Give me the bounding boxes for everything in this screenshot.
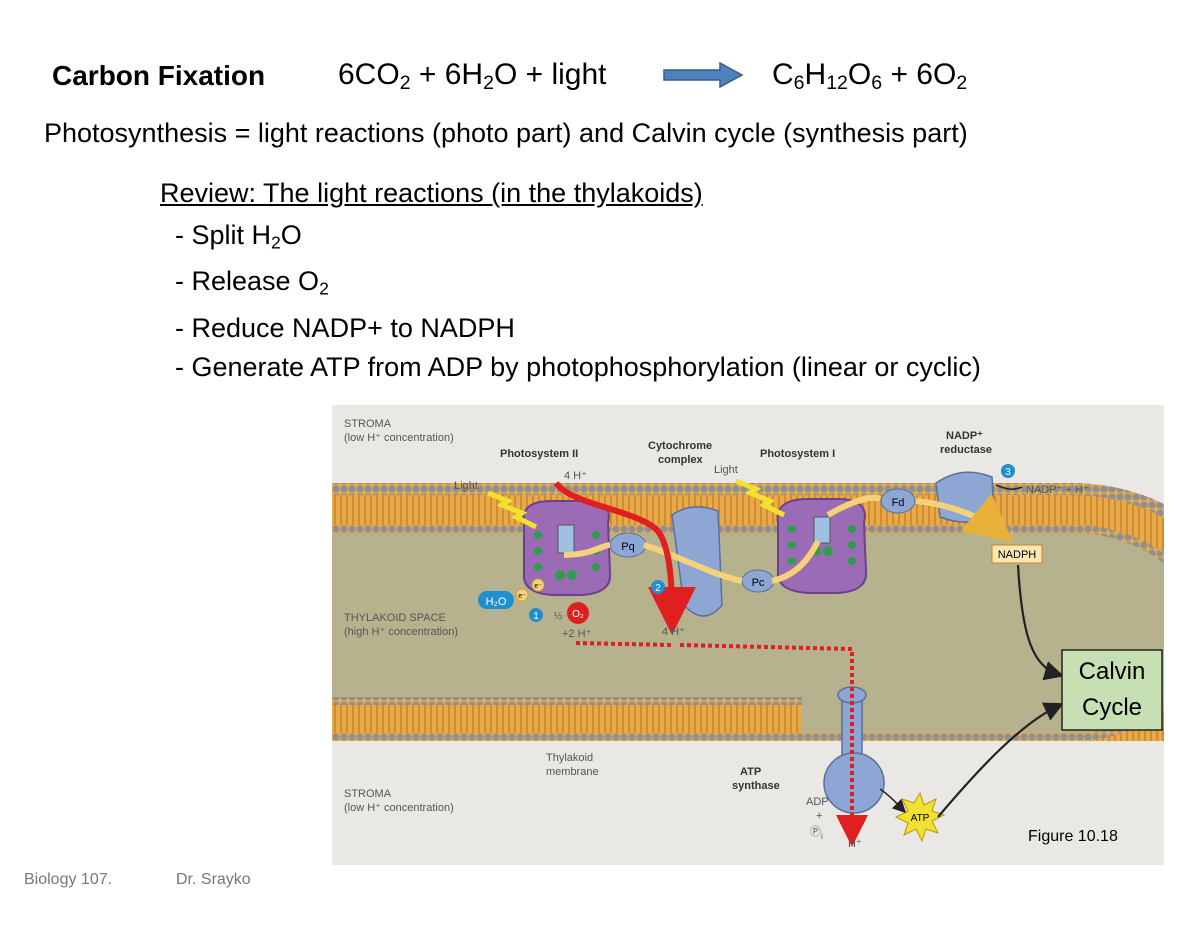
proton-gradient-dashed bbox=[575, 641, 852, 835]
light-reactions-figure: Pq Pc Fd H₂O 1 ½ O₂ e⁻ e⁻ 2 3 NADPH ATP … bbox=[332, 405, 1164, 865]
nadp-reductase-sub-label: reductase bbox=[940, 444, 992, 456]
electron-label: e⁻ bbox=[518, 593, 526, 600]
atp-synthase-label: ATP bbox=[740, 766, 761, 778]
nadp-plus-h-label: NADP⁺ + H⁺ bbox=[1026, 484, 1089, 496]
nadph-box bbox=[991, 544, 1043, 564]
footer-course: Biology 107. bbox=[24, 871, 113, 888]
light-label: Light bbox=[454, 480, 478, 492]
protons-top-label: 4 H⁺ bbox=[564, 470, 587, 482]
proton-flow-arrow bbox=[553, 480, 696, 635]
list-item: - Reduce NADP+ to NADPH bbox=[175, 312, 515, 343]
review-heading: Review: The light reactions (in the thyl… bbox=[160, 178, 703, 208]
phosphate-label: Ⓟ bbox=[810, 825, 821, 838]
thylakoid-space-sub-label: (high H⁺ concentration) bbox=[344, 626, 458, 638]
photosystem-i-label: Photosystem I bbox=[760, 448, 835, 460]
photosystem-ii-label: Photosystem II bbox=[500, 448, 578, 460]
list-item: - Release O2 bbox=[175, 266, 329, 299]
thylakoid-membrane-sub-label: membrane bbox=[546, 766, 599, 778]
stroma-bottom-label: STROMA bbox=[344, 788, 392, 800]
h-plus-label: H⁺ bbox=[848, 838, 862, 850]
protons-bottom-label: 4 H⁺ bbox=[662, 626, 685, 638]
atp-synthase-sub-label: synthase bbox=[732, 780, 780, 792]
pc-label: Pc bbox=[752, 577, 765, 589]
review-list: - Split H2O - Release O2 - Reduce NADP+ … bbox=[175, 216, 981, 387]
light-bolt-icon bbox=[735, 478, 786, 518]
cytochrome-sub-label: complex bbox=[658, 454, 704, 466]
photosystem-i bbox=[776, 498, 868, 594]
electron-label: e⁻ bbox=[534, 583, 542, 590]
stroma-top-sub-label: (low H⁺ concentration) bbox=[344, 432, 454, 444]
stroma-bottom-sub-label: (low H⁺ concentration) bbox=[344, 802, 454, 814]
figure-caption: Figure 10.18 bbox=[1028, 828, 1118, 845]
reaction-arrow-icon bbox=[663, 61, 744, 89]
equation-products: C6H12O6 + 6O2 bbox=[772, 58, 968, 94]
cycle-label: Cycle bbox=[1082, 694, 1142, 721]
o2-badge bbox=[567, 602, 589, 624]
thylakoid-space-label: THYLAKOID SPACE bbox=[344, 612, 446, 624]
light-label: Light bbox=[714, 464, 738, 476]
footer-author: Dr. Srayko bbox=[176, 871, 251, 888]
h2o-badge bbox=[478, 591, 514, 609]
section-title: Carbon Fixation bbox=[52, 60, 266, 91]
phosphate-sub-label: i bbox=[821, 832, 823, 841]
step-3-label: 3 bbox=[1005, 467, 1011, 478]
atp-star-icon bbox=[894, 791, 946, 843]
nadp-reductase-label: NADP⁺ bbox=[946, 430, 983, 442]
step-2-badge bbox=[651, 580, 665, 594]
stroma-top-label: STROMA bbox=[344, 418, 392, 430]
equation-reactants: 6CO2 + 6H2O + light bbox=[338, 58, 607, 94]
step-2-label: 2 bbox=[655, 583, 661, 594]
nadph-label: NADPH bbox=[998, 549, 1037, 561]
plus-2h-label: +2 H⁺ bbox=[562, 628, 592, 640]
photosystem-ii bbox=[522, 500, 612, 596]
calvin-cycle-box bbox=[1061, 649, 1163, 731]
thylakoid-membrane-label: Thylakoid bbox=[546, 752, 593, 764]
half-label: ½ bbox=[554, 611, 563, 622]
step-1-label: 1 bbox=[533, 611, 539, 622]
o2-label: O₂ bbox=[572, 609, 584, 620]
light-bolt-icon bbox=[487, 490, 538, 530]
list-item: - Generate ATP from ADP by photophosphor… bbox=[175, 351, 981, 382]
cytochrome-label: Cytochrome bbox=[648, 440, 712, 452]
adp-label: ADP bbox=[806, 796, 829, 808]
photosynthesis-definition: Photosynthesis = light reactions (photo … bbox=[44, 118, 968, 148]
calvin-label: Calvin bbox=[1079, 658, 1146, 685]
plus-label: + bbox=[816, 810, 822, 822]
list-item: - Split H2O bbox=[175, 220, 302, 253]
step-3-badge bbox=[1001, 464, 1015, 478]
atp-label: ATP bbox=[911, 813, 930, 824]
fd-label: Fd bbox=[892, 497, 905, 509]
h2o-label: H₂O bbox=[486, 596, 507, 608]
pq-label: Pq bbox=[621, 541, 634, 553]
fd-carrier bbox=[880, 488, 916, 514]
step-1-badge bbox=[529, 608, 543, 622]
